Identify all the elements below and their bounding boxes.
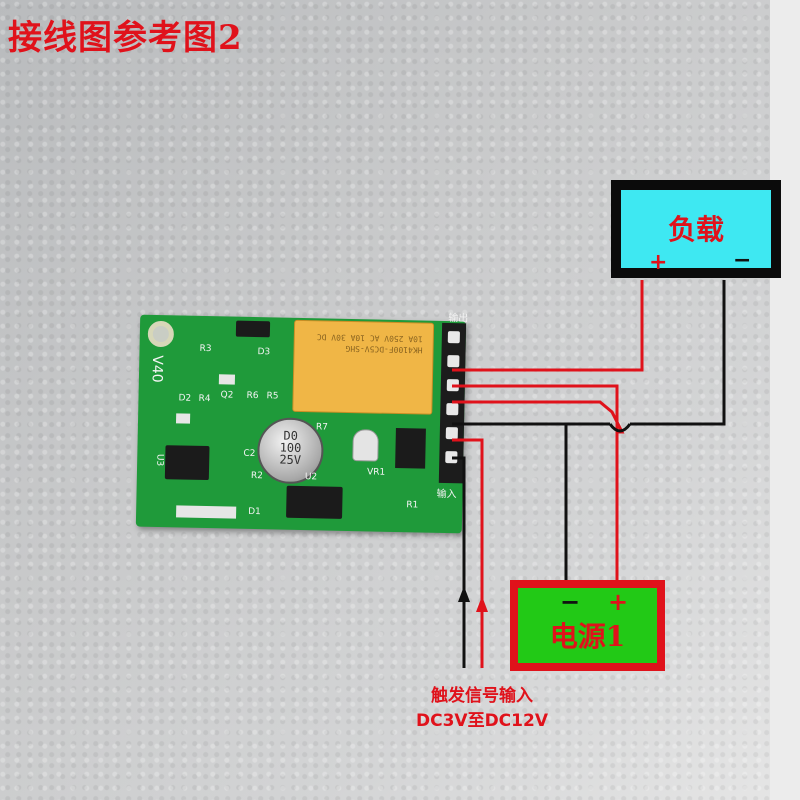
load-plus-terminal: + xyxy=(649,250,668,275)
wire-power-positive-2 xyxy=(452,400,625,434)
power-plus-terminal: + xyxy=(608,588,629,616)
wire-load-negative xyxy=(630,280,726,426)
trigger-input-caption: 触发信号输入 DC3V至DC12V xyxy=(392,684,572,734)
trigger-negative-arrow xyxy=(458,586,470,602)
trigger-voltage-range: DC3V至DC12V xyxy=(416,711,548,731)
wire-trigger-negative xyxy=(452,456,466,668)
load-box: 负载 + − xyxy=(611,180,781,278)
load-label: 负载 xyxy=(667,213,724,246)
diagram-title: 接线图参考图2 xyxy=(8,18,243,58)
wire-crossover xyxy=(608,423,632,433)
wire-trigger-positive xyxy=(452,438,484,668)
trigger-label: 触发信号输入 xyxy=(431,686,533,706)
wire-load-positive xyxy=(452,280,644,372)
background-edge xyxy=(770,0,800,800)
trigger-positive-arrow xyxy=(476,596,488,612)
wire-power-positive xyxy=(452,384,619,582)
power-minus-terminal: − xyxy=(560,588,581,616)
power-label: 电源1 xyxy=(549,620,626,653)
power-supply-box: − + 电源1 xyxy=(510,580,665,671)
load-minus-terminal: − xyxy=(733,248,752,273)
